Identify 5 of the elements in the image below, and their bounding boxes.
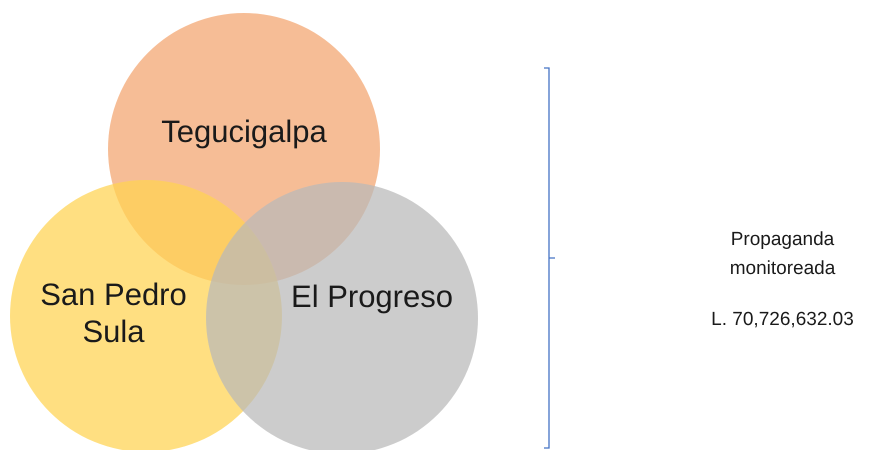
circle-label: San Pedro Sula <box>39 276 188 350</box>
circle-label: El Progreso <box>290 278 454 316</box>
annotation-text: Propaganda monitoreada <box>728 228 836 282</box>
circle-label: Tegucigalpa <box>160 113 328 150</box>
annotation-text: L. 70,726,632.03 <box>710 308 855 332</box>
